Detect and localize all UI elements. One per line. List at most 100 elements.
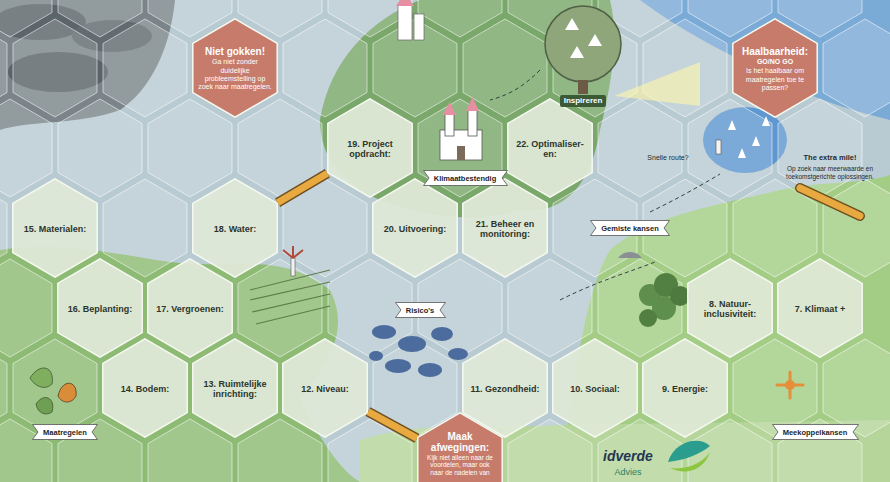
hex-content: 15. Materialen: <box>18 190 92 268</box>
hex-outline <box>193 19 277 117</box>
grid-hex <box>598 259 682 357</box>
step-hex: 15. Materialen: <box>12 178 98 278</box>
ribbon-text: Risico's <box>406 307 434 315</box>
hex-content: 13. Ruimtelijke inrichting: <box>198 350 272 428</box>
boat <box>728 120 736 130</box>
grid-hex <box>373 179 457 277</box>
hex-outline <box>778 259 862 357</box>
grid-hex <box>823 19 890 117</box>
ribbon-text: Gemiste kansen <box>601 225 659 233</box>
hex-content: 7. Klimaat + <box>783 270 857 348</box>
grid-hex <box>238 259 322 357</box>
hex-heading: 18. Water: <box>198 224 272 234</box>
hex-heading: 9. Energie: <box>648 384 722 394</box>
ribbon-banner: Maatregelen <box>32 424 98 440</box>
grid-hex <box>598 99 682 197</box>
grid-hex <box>778 259 862 357</box>
logo-leaf <box>670 452 710 471</box>
hex-content: 8. Natuur- inclusiviteit: <box>693 270 767 348</box>
map-label: Snelle route? <box>637 154 699 162</box>
hex-heading: 20. Uitvoering: <box>378 224 452 234</box>
hex-heading: 10. Sociaal: <box>558 384 632 394</box>
grid-hex <box>283 339 367 437</box>
route-dashes <box>490 70 540 100</box>
boat <box>752 136 760 146</box>
grid-hex <box>823 339 890 437</box>
hex-content: Niet gokken!Ga niet zonder duidelijke pr… <box>198 30 272 108</box>
leaf <box>30 368 52 387</box>
step-hex: 19. Project opdracht: <box>327 98 413 198</box>
hex-heading: 12. Niveau: <box>288 384 362 394</box>
grid-hex <box>103 19 187 117</box>
boat <box>738 148 746 158</box>
hex-outline <box>733 19 817 117</box>
hex-heading: 17. Vergroenen: <box>153 304 227 314</box>
hex-content: 10. Sociaal: <box>558 350 632 428</box>
hex-heading: 16. Beplanting: <box>63 304 137 314</box>
hex-body: Kijk niet alleen naar de voordelen, maar… <box>423 454 497 476</box>
grid-hex <box>58 99 142 197</box>
step-hex: 16. Beplanting: <box>57 258 143 358</box>
hex-content: 20. Uitvoering: <box>378 190 452 268</box>
ribbon-outline <box>772 425 858 440</box>
route-dashes <box>650 174 720 212</box>
bridge-connector <box>278 173 328 203</box>
tree-house <box>565 18 579 30</box>
ribbon-banner: Klimaatbestendig <box>423 170 508 186</box>
hex-outline <box>373 179 457 277</box>
ribbon-text: Meekoppelkansen <box>783 429 848 437</box>
grid-hex <box>193 19 277 117</box>
castle-tower <box>445 114 454 136</box>
tree-trunk <box>578 80 588 94</box>
step-hex: 18. Water: <box>192 178 278 278</box>
hex-heading: 22. Optimaliser- en: <box>513 139 587 160</box>
hex-heading: Niet gokken! <box>198 46 272 57</box>
hex-body: Is het haalbaar om maatregelen toe te pa… <box>738 67 812 92</box>
warning-hex: Niet gokken!Ga niet zonder duidelijke pr… <box>192 18 278 118</box>
ribbon-banner: Meekoppelkansen <box>772 424 859 440</box>
step-hex: 14. Bodem: <box>102 338 188 438</box>
bridge-outline <box>278 173 328 203</box>
step-hex: 12. Niveau: <box>282 338 368 438</box>
ribbon-text: Maatregelen <box>43 429 87 437</box>
grid-hex <box>148 259 232 357</box>
hex-outline <box>193 339 277 437</box>
grid-hex <box>553 339 637 437</box>
hex-outline <box>553 339 637 437</box>
hex-heading: 19. Project opdracht: <box>333 139 407 160</box>
logo-text: Advies <box>592 467 664 478</box>
ribbon-banner: Risico's <box>395 302 446 318</box>
step-hex: 21. Beheer en monitoring: <box>462 178 548 278</box>
windmill-blades <box>283 246 303 258</box>
grid-hex <box>58 259 142 357</box>
leaf <box>36 398 53 414</box>
hex-content: 22. Optimaliser- en: <box>513 110 587 188</box>
hex-content: 17. Vergroenen: <box>153 270 227 348</box>
risk-pool <box>385 359 411 373</box>
grid-hex <box>508 99 592 197</box>
ribbon-outline <box>33 425 98 440</box>
castle-roof <box>443 102 456 115</box>
missed-chance-rock <box>618 252 642 258</box>
castle-tower <box>398 4 412 40</box>
logo-leaf <box>668 441 710 462</box>
grid-hex <box>103 179 187 277</box>
boat <box>762 116 770 126</box>
step-hex: 8. Natuur- inclusiviteit: <box>687 258 773 358</box>
flower-petals <box>777 372 803 398</box>
hex-content: Haalbaarheid:GO/NO GOIs het haalbaar om … <box>738 30 812 108</box>
grid-hex <box>463 179 547 277</box>
hex-body: GO/NO GO <box>738 58 812 66</box>
ribbon-outline <box>395 303 445 318</box>
hex-body: Ga niet zonder duidelijke probleemstelli… <box>198 58 272 92</box>
step-hex: 22. Optimaliser- en: <box>507 98 593 198</box>
castle-roof <box>396 0 414 6</box>
hex-outline <box>463 179 547 277</box>
grid-hex <box>283 19 367 117</box>
grid-hex <box>463 19 547 117</box>
grid-hex <box>688 259 772 357</box>
step-hex: 20. Uitvoering: <box>372 178 458 278</box>
grid-hex <box>193 339 277 437</box>
